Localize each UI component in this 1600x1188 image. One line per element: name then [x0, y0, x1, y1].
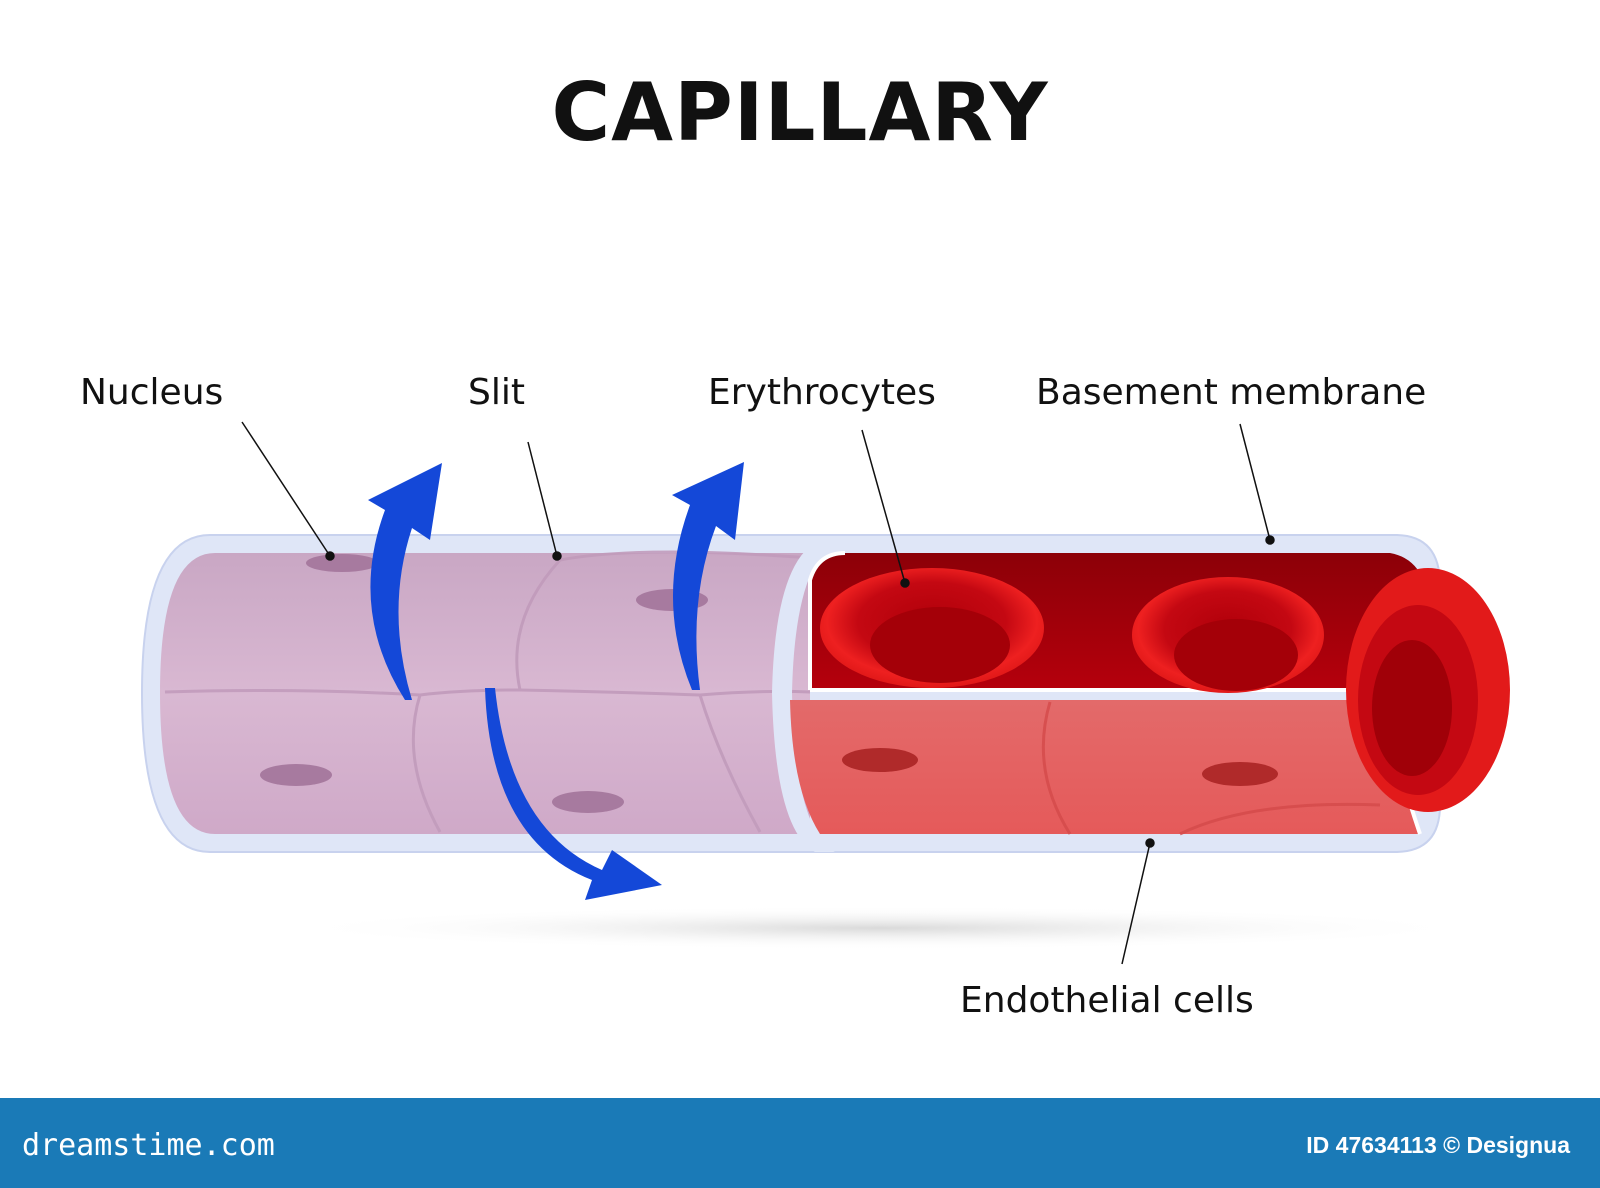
leader-lines: [241, 421, 1275, 965]
label-nucleus: Nucleus: [80, 372, 224, 413]
arrow-up-left: [368, 463, 442, 700]
footer-image-id: ID 47634113 © Designua: [1306, 1132, 1570, 1158]
capillary-illustration: [140, 421, 1510, 965]
erythrocyte-3: [1346, 568, 1510, 812]
erythrocyte-1: [820, 568, 1044, 688]
ground-shadow: [280, 906, 1480, 950]
cut-rim: [772, 540, 840, 852]
nuclei-red: [842, 748, 1278, 786]
diffusion-arrows: [368, 462, 744, 900]
label-basement-membrane: Basement membrane: [1036, 372, 1427, 413]
label-erythrocytes: Erythrocytes: [708, 372, 936, 413]
cell-boundaries: [164, 550, 811, 833]
label-endothelial-cells: Endothelial cells: [960, 980, 1254, 1021]
footer-brand: dreamstime.com: [22, 1128, 275, 1163]
endothelial-wall-left: [160, 553, 810, 834]
arrow-up-right: [672, 462, 744, 690]
endothelial-wall-right: [790, 700, 1420, 834]
footer-bar: dreamstime.com ID 47634113 © Designua: [0, 1098, 1600, 1188]
arrow-down: [485, 688, 662, 900]
diagram-title: CAPILLARY: [551, 66, 1049, 159]
erythrocyte-2: [1132, 577, 1324, 693]
label-slit: Slit: [468, 372, 525, 413]
